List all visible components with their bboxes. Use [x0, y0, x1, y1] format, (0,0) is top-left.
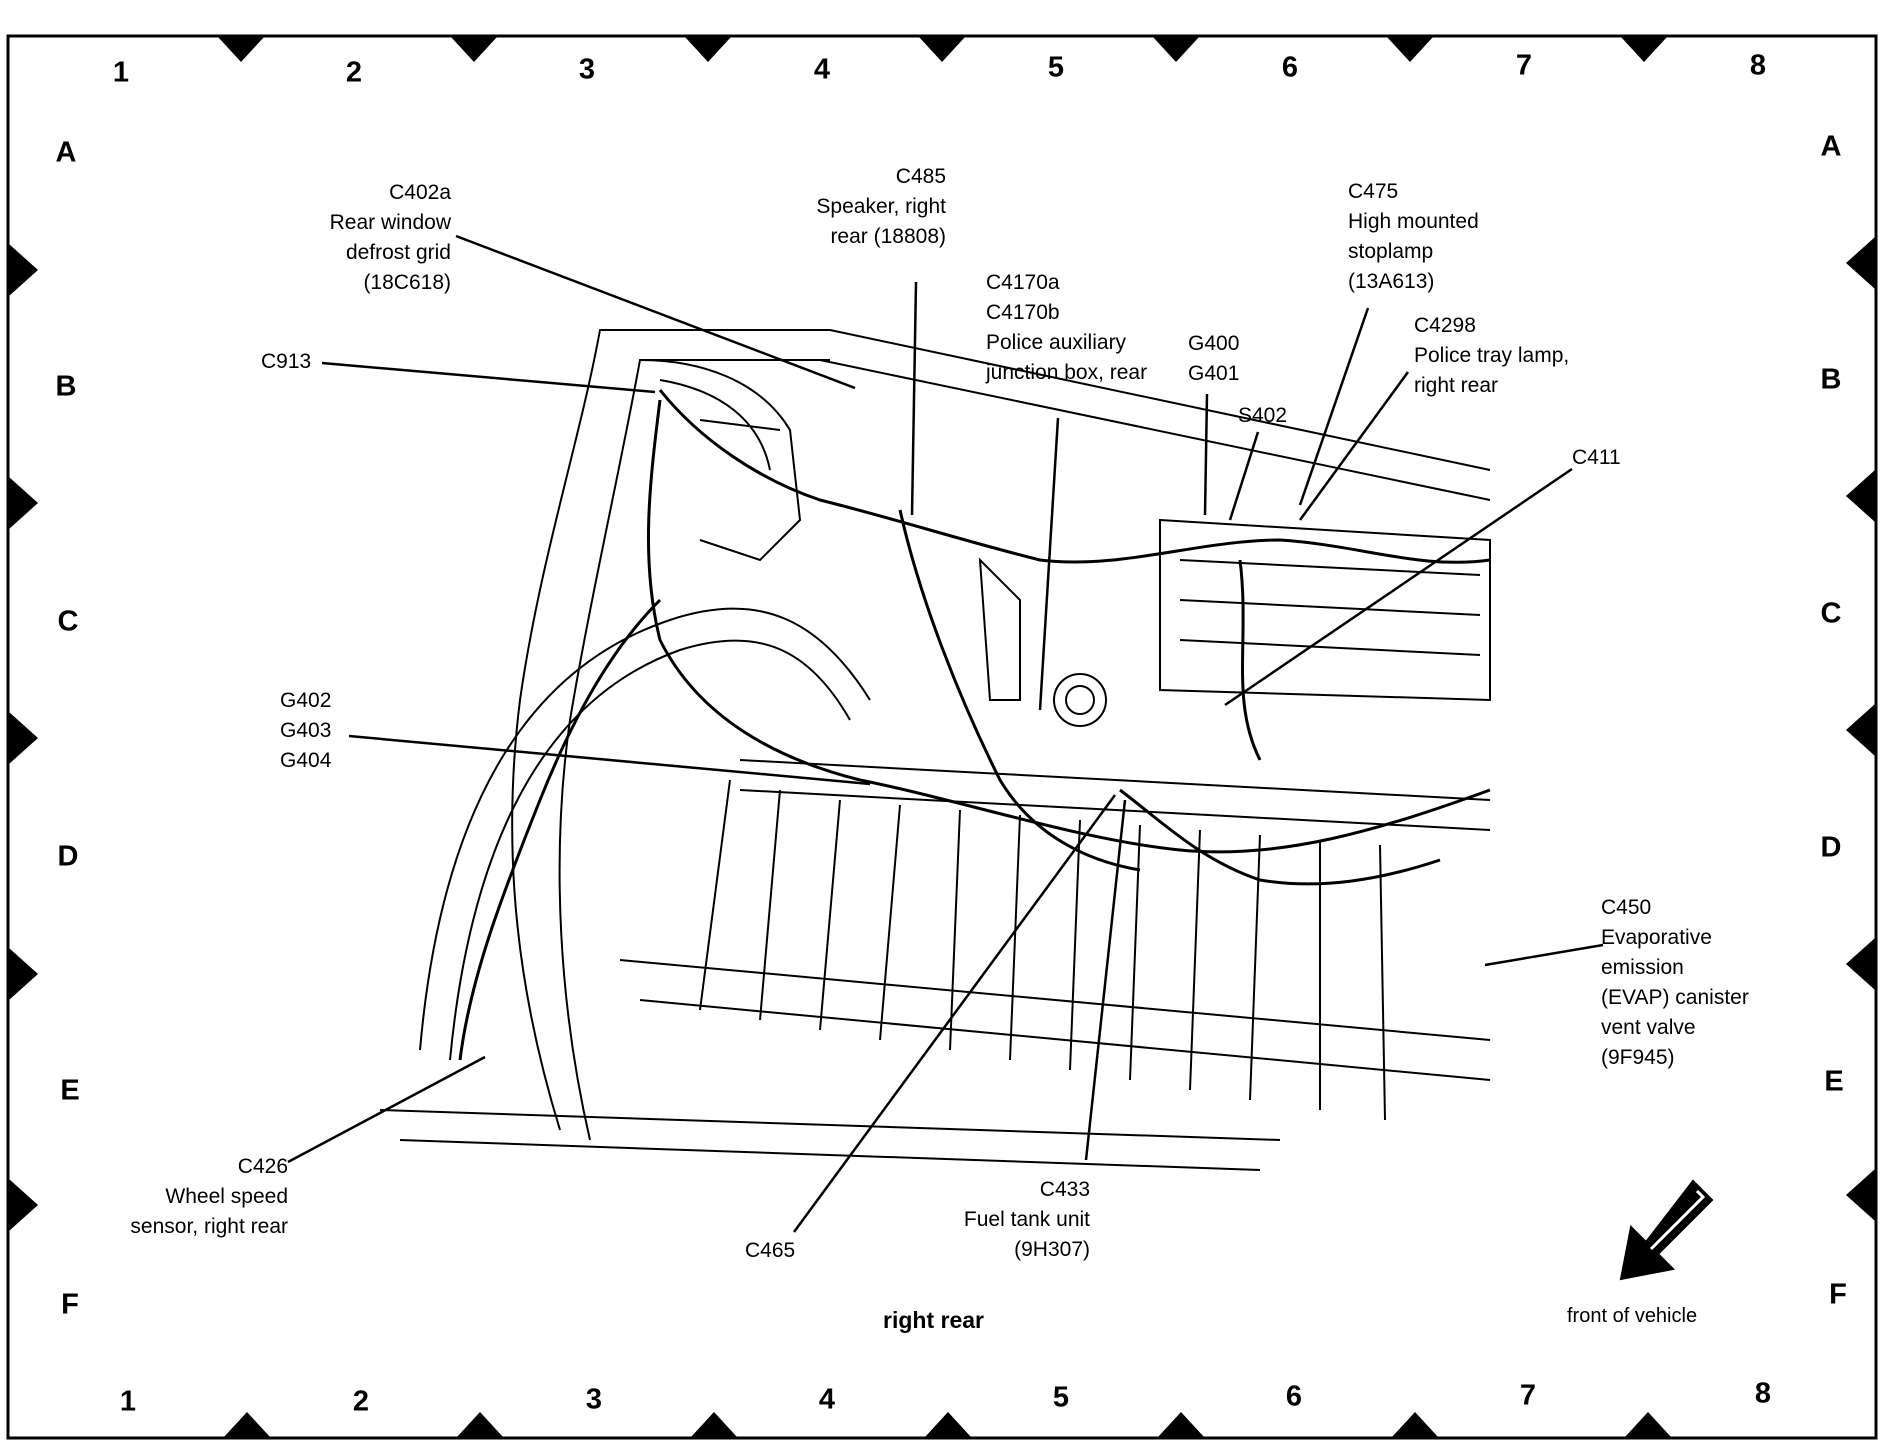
left-marker [9, 244, 38, 296]
row-label-left: F [61, 1288, 79, 1321]
right-marker [1846, 938, 1875, 990]
bottom-marker [457, 1412, 503, 1437]
row-label-right: C [1820, 597, 1842, 630]
callout-c402a: C402a Rear window defrost grid (18C618) [329, 181, 451, 294]
border [6, 34, 1878, 1440]
top-marker [218, 37, 264, 62]
col-label-top: 2 [345, 56, 363, 89]
left-marker [9, 477, 38, 529]
right-marker [1846, 237, 1875, 289]
col-label-top: 1 [112, 56, 130, 89]
callout-c485: C485 Speaker, right rear (18808) [816, 165, 946, 248]
right-marker [1846, 704, 1875, 756]
col-label-top: 8 [1749, 49, 1767, 82]
bottom-marker [691, 1412, 737, 1437]
row-label-right: A [1820, 130, 1842, 163]
col-label-bottom: 5 [1052, 1381, 1070, 1414]
row-label-right: B [1820, 363, 1842, 396]
top-marker [1153, 37, 1199, 62]
col-label-bottom: 3 [585, 1383, 603, 1416]
col-label-bottom: 6 [1285, 1380, 1303, 1413]
bottom-marker [1392, 1412, 1438, 1437]
col-label-bottom: 1 [119, 1385, 137, 1418]
vehicle-body-drawing [379, 329, 1491, 1171]
col-label-top: 4 [813, 53, 831, 86]
front-arrow-icon [1619, 1179, 1714, 1281]
orientation-label: front of vehicle [1567, 1305, 1698, 1327]
right-marker [1846, 470, 1875, 522]
callout-g402: G402 G403 G404 [280, 689, 332, 772]
bottom-marker [224, 1412, 270, 1437]
bottom-marker [1625, 1412, 1671, 1437]
left-marker [9, 1179, 38, 1231]
callout-c433: C433 Fuel tank unit (9H307) [963, 1178, 1090, 1261]
leader-lines [287, 234, 1604, 1233]
callout-s402: S402 [1238, 404, 1288, 427]
callout-c465: C465 [745, 1239, 796, 1262]
bottom-marker [925, 1412, 971, 1437]
top-marker [919, 37, 965, 62]
left-marker [9, 948, 38, 1000]
col-label-top: 6 [1281, 51, 1299, 84]
top-marker [1621, 37, 1667, 62]
callout-c426: C426 Wheel speed sensor, right rear [130, 1155, 288, 1238]
callout-c475: C475 High mounted stoplamp (13A613) [1348, 180, 1479, 293]
col-label-bottom: 4 [818, 1383, 836, 1416]
callout-c4170: C4170a C4170b Police auxiliary junction … [986, 271, 1148, 384]
row-label-left: B [55, 370, 77, 403]
bottom-marker [1158, 1412, 1204, 1437]
callout-c913: C913 [261, 350, 312, 373]
row-label-left: A [55, 136, 77, 169]
callout-c4298: C4298 Police tray lamp, right rear [1414, 314, 1570, 397]
row-label-left: E [60, 1074, 80, 1107]
col-label-bottom: 2 [352, 1385, 370, 1418]
col-label-top: 7 [1515, 49, 1533, 82]
row-label-left: C [57, 605, 79, 638]
row-label-right: F [1829, 1278, 1847, 1311]
callout-c450: C450 Evaporative emission (EVAP) caniste… [1601, 896, 1749, 1069]
view-caption: right rear [883, 1307, 984, 1333]
row-label-right: D [1820, 831, 1842, 864]
col-label-bottom: 8 [1754, 1377, 1772, 1410]
left-marker [9, 712, 38, 764]
col-label-top: 5 [1047, 51, 1065, 84]
col-label-bottom: 7 [1519, 1379, 1537, 1412]
row-label-left: D [57, 840, 79, 873]
callout-c411: C411 [1572, 446, 1621, 469]
top-marker [685, 37, 731, 62]
grid-markers [9, 37, 1875, 1437]
right-marker [1846, 1169, 1875, 1221]
top-marker [451, 37, 497, 62]
top-marker [1387, 37, 1433, 62]
callout-g400: G400 G401 [1188, 332, 1240, 385]
col-label-top: 3 [578, 53, 596, 86]
row-label-right: E [1824, 1065, 1844, 1098]
